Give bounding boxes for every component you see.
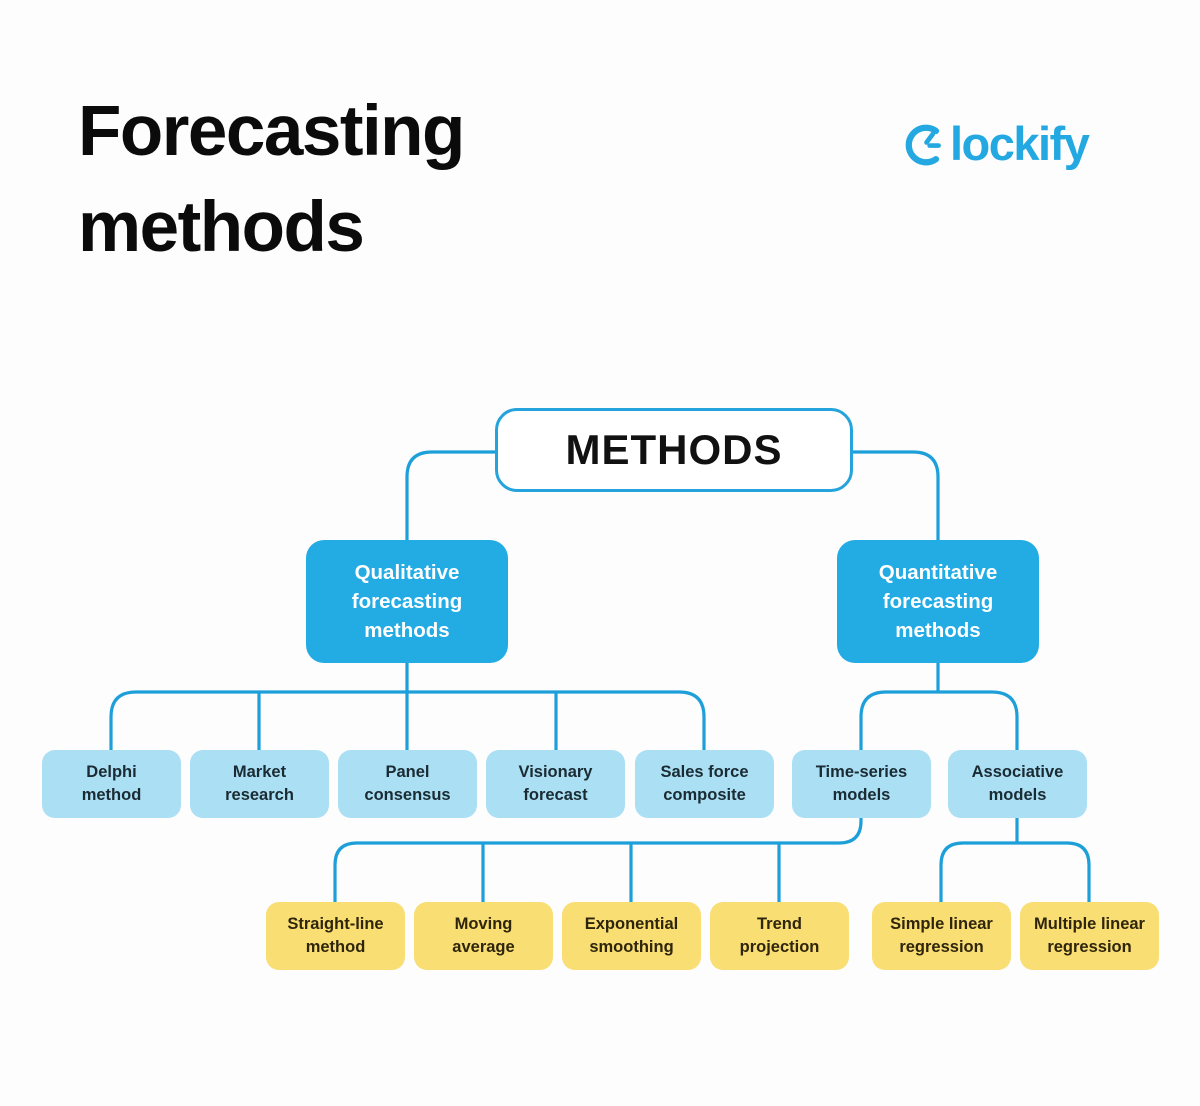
node-simple-linear-regression: Simple linear regression <box>872 902 1011 970</box>
clock-c-icon <box>903 121 949 167</box>
node-market-research: Market research <box>190 750 329 818</box>
node-visionary-forecast: Visionary forecast <box>486 750 625 818</box>
node-trend-projection: Trend projection <box>710 902 849 970</box>
node-quantitative-forecasting-methods: Quantitative forecasting methods <box>837 540 1039 663</box>
node-associative-models: Associative models <box>948 750 1087 818</box>
page-title: Forecasting methods <box>78 92 465 267</box>
node-time-series-models: Time-series models <box>792 750 931 818</box>
node-exponential-smoothing: Exponential smoothing <box>562 902 701 970</box>
node-methods: METHODS <box>495 408 853 492</box>
node-moving-average: Moving average <box>414 902 553 970</box>
node-sales-force-composite: Sales force composite <box>635 750 774 818</box>
node-straight-line-method: Straight-line method <box>266 902 405 970</box>
clockify-logo: lockify <box>903 116 1090 171</box>
clockify-wordmark: lockify <box>950 117 1090 170</box>
node-qualitative-forecasting-methods: Qualitative forecasting methods <box>306 540 508 663</box>
node-methods-label: METHODS <box>565 426 783 473</box>
node-panel-consensus: Panel consensus <box>338 750 477 818</box>
node-multiple-linear-regression: Multiple linear regression <box>1020 902 1159 970</box>
node-delphi-method: Delphi method <box>42 750 181 818</box>
